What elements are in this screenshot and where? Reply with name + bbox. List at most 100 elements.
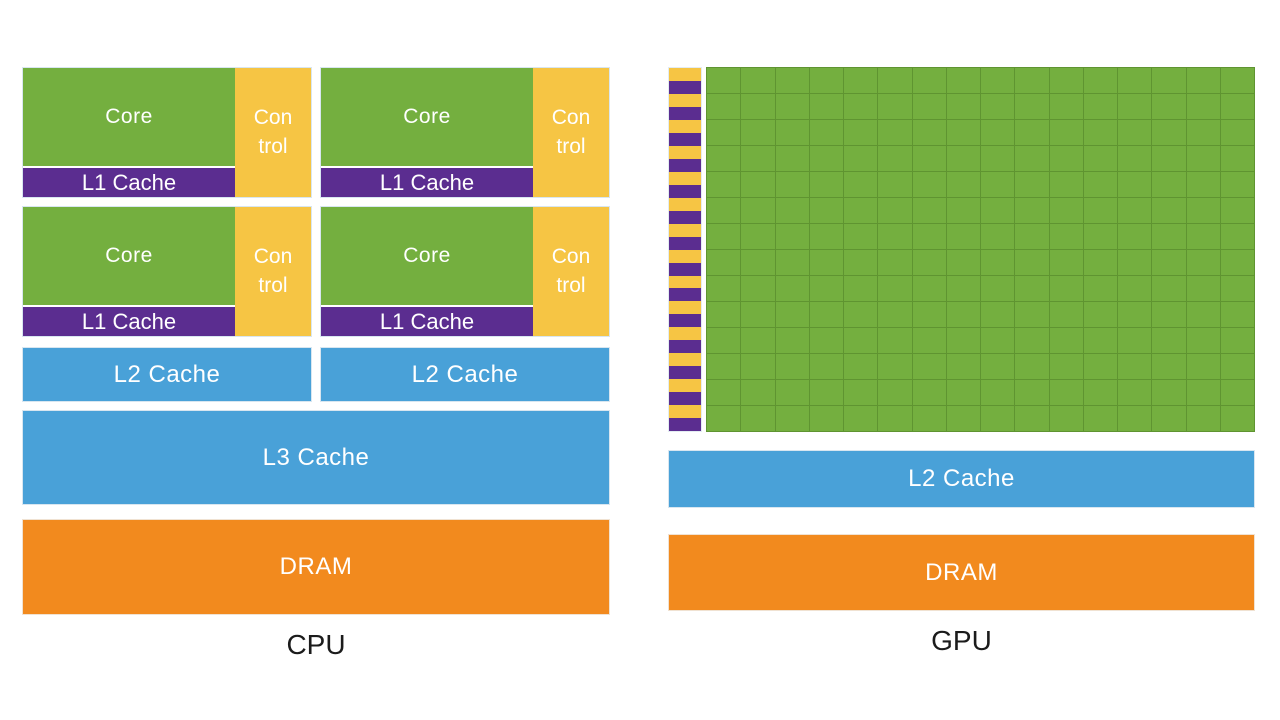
gpu-core-cell bbox=[981, 380, 1015, 405]
gpu-core-cell bbox=[946, 302, 980, 327]
gpu-core-cell bbox=[707, 354, 741, 379]
cpu-control-label-line2: trol bbox=[556, 134, 586, 158]
gpu-core-cell bbox=[1049, 276, 1083, 301]
cpu-l2-cache: L2 Cache bbox=[320, 347, 610, 402]
gpu-core-cell bbox=[809, 380, 843, 405]
cpu-core: Core bbox=[23, 207, 235, 305]
gpu-core-cell bbox=[1015, 354, 1049, 379]
gpu-control-stripe bbox=[669, 68, 701, 81]
gpu-core-cell bbox=[912, 172, 946, 197]
gpu-core-cell bbox=[1083, 68, 1117, 93]
gpu-core-cell bbox=[878, 406, 912, 431]
gpu-core-cell bbox=[1083, 94, 1117, 119]
gpu-control-stripe bbox=[669, 353, 701, 367]
gpu-core-cell bbox=[1118, 172, 1152, 197]
gpu-core-cell bbox=[981, 146, 1015, 171]
gpu-control-stripe bbox=[669, 171, 701, 185]
gpu-core-cell bbox=[775, 406, 809, 431]
gpu-core-cell bbox=[707, 172, 741, 197]
cpu-control-label-line1: Con bbox=[551, 245, 591, 269]
gpu-core-cell bbox=[741, 146, 775, 171]
gpu-core-cell bbox=[1220, 276, 1254, 301]
gpu-core-cell bbox=[912, 120, 946, 145]
gpu-core-cell bbox=[844, 380, 878, 405]
gpu-core-cell bbox=[1152, 68, 1186, 93]
gpu-core-cell bbox=[1118, 276, 1152, 301]
gpu-core-cell bbox=[741, 172, 775, 197]
gpu-core-cell bbox=[1083, 380, 1117, 405]
gpu-core-cell bbox=[775, 380, 809, 405]
gpu-core-cell bbox=[844, 354, 878, 379]
gpu-core-cell bbox=[775, 224, 809, 249]
cpu-l1-cache: L1 Cache bbox=[23, 166, 235, 197]
gpu-l1-cache-stripe bbox=[669, 80, 701, 94]
gpu-l1-cache-stripe bbox=[669, 262, 701, 276]
gpu-core-cell bbox=[1186, 328, 1220, 353]
gpu-core-cell bbox=[1118, 68, 1152, 93]
gpu-core-cell bbox=[1015, 94, 1049, 119]
gpu-core-cell bbox=[1220, 120, 1254, 145]
gpu-l1-cache-stripe bbox=[669, 314, 701, 328]
gpu-core-cell bbox=[809, 302, 843, 327]
cpu-control-unit: Con trol bbox=[235, 207, 311, 336]
gpu-core-cell bbox=[775, 68, 809, 93]
gpu-core-cell bbox=[946, 276, 980, 301]
gpu-core-cell bbox=[809, 406, 843, 431]
gpu-core-cell bbox=[707, 276, 741, 301]
cpu-core: Core bbox=[321, 207, 533, 305]
gpu-core-cell bbox=[809, 146, 843, 171]
gpu-core-cell bbox=[1049, 198, 1083, 223]
cpu-dram: DRAM bbox=[22, 519, 610, 615]
gpu-core-cell bbox=[1049, 146, 1083, 171]
gpu-core-cell bbox=[946, 224, 980, 249]
gpu-core-cell bbox=[1152, 328, 1186, 353]
gpu-core-cell bbox=[946, 380, 980, 405]
gpu-core-cell bbox=[878, 172, 912, 197]
gpu-core-cell bbox=[981, 276, 1015, 301]
gpu-core-cell bbox=[1186, 68, 1220, 93]
gpu-core-cell bbox=[1152, 406, 1186, 431]
cpu-l3-cache: L3 Cache bbox=[22, 410, 610, 505]
gpu-core-cell bbox=[912, 146, 946, 171]
gpu-core-cell bbox=[1049, 224, 1083, 249]
gpu-core-cell bbox=[1220, 380, 1254, 405]
gpu-core-cell bbox=[878, 146, 912, 171]
gpu-core-cell bbox=[1186, 302, 1220, 327]
gpu-control-stripe bbox=[669, 275, 701, 289]
gpu-core-cell bbox=[844, 302, 878, 327]
gpu-core-cell bbox=[912, 406, 946, 431]
cpu-control-label-line2: trol bbox=[556, 273, 586, 297]
gpu-core-cell bbox=[775, 198, 809, 223]
gpu-core-cell bbox=[1083, 224, 1117, 249]
gpu-core-cell bbox=[741, 276, 775, 301]
gpu-core-cell bbox=[1083, 276, 1117, 301]
gpu-l1-cache-stripe bbox=[669, 418, 701, 432]
gpu-control-stripe bbox=[669, 223, 701, 237]
gpu-core-cell bbox=[1083, 354, 1117, 379]
gpu-core-cell bbox=[844, 276, 878, 301]
cpu-core: Core bbox=[321, 68, 533, 166]
gpu-core-cell bbox=[741, 198, 775, 223]
gpu-core-cell bbox=[1220, 302, 1254, 327]
gpu-l1-cache-stripe bbox=[669, 158, 701, 172]
gpu-core-cell bbox=[741, 224, 775, 249]
gpu-core-cell bbox=[946, 354, 980, 379]
gpu-core-cell bbox=[1083, 198, 1117, 223]
gpu-core-grid bbox=[706, 67, 1255, 432]
gpu-core-cell bbox=[981, 250, 1015, 275]
gpu-core-cell bbox=[775, 354, 809, 379]
gpu-core-cell bbox=[1186, 120, 1220, 145]
gpu-core-cell bbox=[981, 354, 1015, 379]
gpu-core-cell bbox=[1152, 276, 1186, 301]
gpu-core-cell bbox=[1186, 146, 1220, 171]
cpu-l1-label: L1 Cache bbox=[379, 169, 475, 195]
gpu-core-cell bbox=[1015, 302, 1049, 327]
cpu-control-label-line2: trol bbox=[258, 134, 288, 158]
gpu-core-cell bbox=[741, 328, 775, 353]
gpu-core-cell bbox=[981, 224, 1015, 249]
cpu-core-label: Core bbox=[403, 244, 451, 267]
gpu-core-cell bbox=[1220, 406, 1254, 431]
cpu-l1-cache: L1 Cache bbox=[321, 166, 533, 197]
gpu-core-cell bbox=[912, 68, 946, 93]
gpu-core-cell bbox=[1015, 250, 1049, 275]
